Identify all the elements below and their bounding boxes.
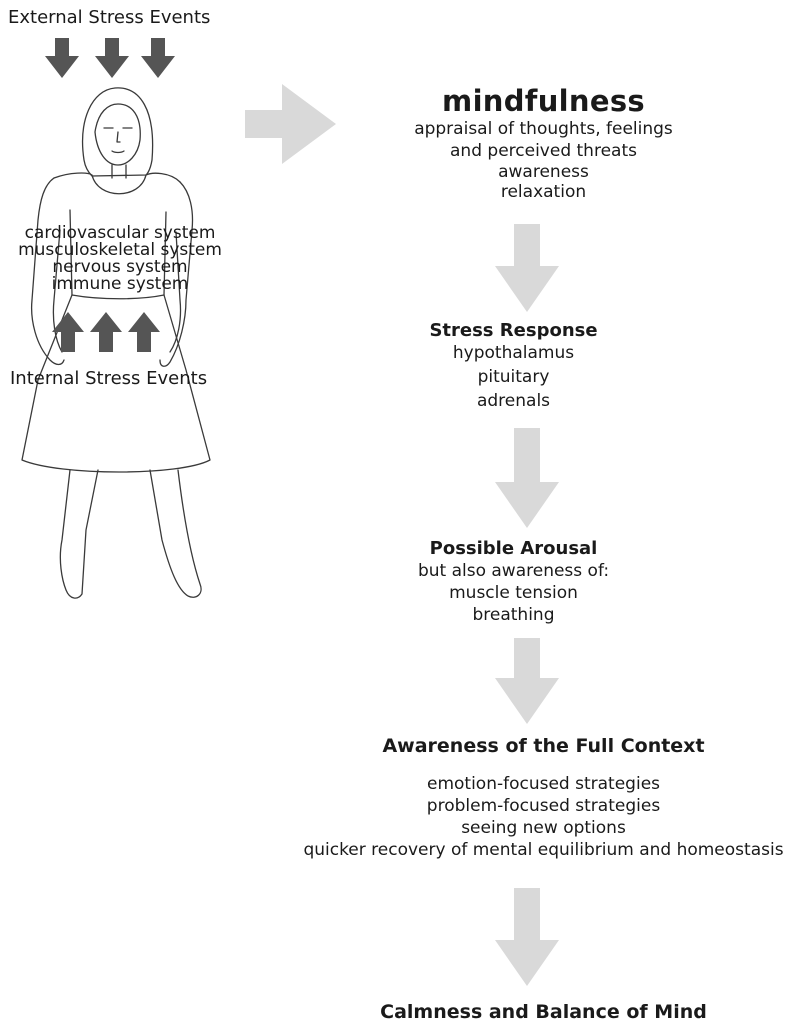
calm-block: Calmness and Balance of Mind [300,1001,787,1023]
context-line-2: problem-focused strategies [426,796,661,816]
external-arrow-3 [141,38,175,78]
flow-arrow-1 [495,224,559,312]
mindfulness-block: mindfulness appraisal of thoughts, feeli… [300,84,787,202]
context-line-3: seeing new options [461,818,626,838]
arousal-line-2: muscle tension [449,583,578,603]
arousal-line-3: breathing [472,605,555,625]
flow-arrow-2 [495,428,559,528]
stress-response-block: Stress Response hypothalamus pituitary a… [270,320,757,412]
woman-figure [21,87,211,599]
body-systems-list: cardiovascular system musculoskeletal sy… [0,225,240,293]
body-system-nervous: nervous system [52,257,188,277]
right-arrow [245,84,336,164]
external-stress-label: External Stress Events [8,7,211,28]
internal-arrow-2 [90,312,122,352]
internal-stress-label: Internal Stress Events [10,368,208,389]
external-arrow-1 [45,38,79,78]
external-arrows [45,38,175,78]
mindfulness-title: mindfulness [442,84,645,118]
calm-title: Calmness and Balance of Mind [380,1001,707,1023]
context-line-1: emotion-focused strategies [426,774,661,794]
context-block: Awareness of the Full Context emotion-fo… [300,735,787,861]
flow-arrow-3 [495,638,559,724]
context-line-4: quicker recovery of mental equilibrium a… [303,840,784,860]
flow-arrow-4 [495,888,559,986]
body-system-immune: immune system [51,274,189,294]
stress-response-line-1: hypothalamus [452,343,575,363]
internal-arrow-1 [52,312,84,352]
arousal-line-1: but also awareness of: [417,561,610,581]
stress-response-title: Stress Response [429,320,598,341]
internal-arrow-3 [128,312,160,352]
context-title: Awareness of the Full Context [382,735,705,757]
mindfulness-line-3: awareness [498,162,589,182]
stress-response-line-3: adrenals [476,391,551,411]
external-arrow-2 [95,38,129,78]
mindfulness-line-4: relaxation [500,182,587,202]
flow-arrows [495,224,559,986]
body-system-musculoskeletal: musculoskeletal system [18,240,222,260]
arousal-title: Possible Arousal [429,538,598,559]
mindfulness-line-1: appraisal of thoughts, feelings [414,119,673,139]
body-system-cardiovascular: cardiovascular system [24,223,216,243]
internal-arrows [52,312,160,352]
mindfulness-line-2: and perceived threats [450,141,637,161]
arousal-block: Possible Arousal but also awareness of: … [270,538,757,626]
stress-response-line-2: pituitary [477,367,550,387]
